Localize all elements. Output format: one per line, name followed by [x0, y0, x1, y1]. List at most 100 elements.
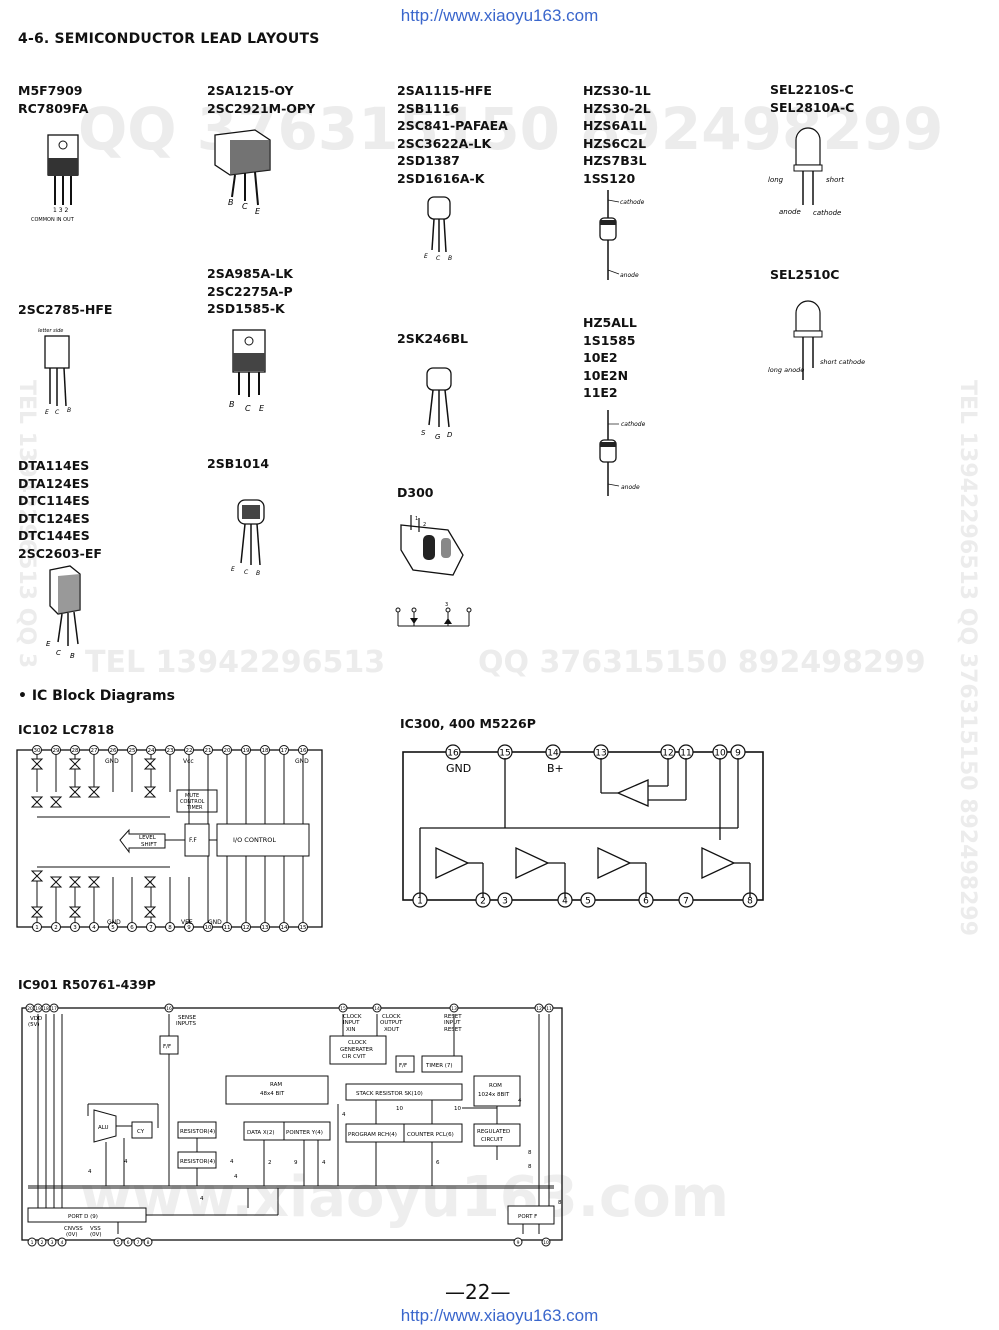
cy-block: [131, 1121, 153, 1139]
pin-circle: [580, 892, 596, 908]
pin-number: 5: [585, 897, 591, 907]
clock-out-3: XOUT: [384, 1027, 400, 1033]
package-to126-2sa985: B C E: [229, 329, 266, 413]
bus-width-label: 4: [322, 1160, 326, 1166]
part-name: SEL2210S-C: [770, 82, 854, 97]
pin-number: 9: [187, 925, 191, 931]
cy-label: CY: [137, 1129, 145, 1135]
group-hz5all: HZ5ALL 1S1585 10E2 10E2N 11E2: [583, 314, 637, 402]
pin-number: 6: [130, 925, 134, 931]
switch-symbol: [68, 786, 82, 793]
mute-line1: MUTE: [185, 793, 199, 799]
rom-line1: ROM: [489, 1083, 502, 1089]
pin-circle: [143, 1237, 153, 1247]
amp-feedback: [616, 779, 649, 807]
pin-2: 2: [423, 522, 426, 528]
switch-symbol: [68, 881, 82, 888]
pin-circle: [57, 1237, 67, 1247]
cathode-label: cathode: [620, 199, 645, 206]
part-name: HZS6C2L: [583, 135, 647, 151]
io-control-block: [216, 823, 310, 857]
anode-label: anode: [621, 484, 640, 491]
pin-circle: [260, 922, 270, 932]
group-2sa985: 2SA985A-LK 2SC2275A-P 2SD1585-K: [207, 265, 293, 318]
pin-1: 1: [415, 516, 418, 522]
pin-b: B: [228, 198, 234, 207]
switch-symbol: [68, 758, 82, 765]
level-shift-line2: SHIFT: [141, 842, 157, 848]
res2-label: RESISTOR(4): [180, 1159, 215, 1165]
part-name: 2SC2785-HFE: [18, 302, 113, 317]
long-label: long: [768, 176, 784, 184]
pin-number: 20: [27, 1006, 33, 1012]
switch-symbol: [87, 791, 101, 798]
vss-line2: (0V): [90, 1232, 102, 1238]
switch-symbol: [143, 881, 157, 888]
pin-circle: [203, 922, 213, 932]
switch-symbol: [143, 876, 157, 883]
part-name: 2SK246BL: [397, 331, 468, 346]
pin-number: 13: [595, 749, 606, 759]
pin-circle: [222, 922, 232, 932]
package-to92-2sa1115: E C B: [424, 196, 452, 262]
data-label: DATA X(2): [247, 1130, 274, 1136]
pin-number: 3: [73, 925, 77, 931]
counter-block: [403, 1123, 463, 1143]
ic901-title: IC901 R50761-439P: [18, 977, 156, 992]
part-name: 2SC2603-EF: [18, 545, 102, 561]
package-to220-m5f7909: 1 3 2 COMMON IN OUT: [31, 134, 79, 223]
switch-symbol: [68, 911, 82, 918]
group-m5f7909: M5F7909 RC7809FA: [18, 82, 88, 117]
rom-line2: 1024x 8BIT: [478, 1092, 510, 1098]
part-name: 2SC2275A-P: [207, 283, 293, 299]
pin-circle: [497, 892, 513, 908]
part-name: RC7809FA: [18, 100, 89, 116]
bus-width-label: 10: [396, 1106, 403, 1112]
pin-circle: [241, 922, 251, 932]
pin-d: D: [447, 431, 453, 439]
pin-number: 5: [111, 925, 115, 931]
clock-generator-block: [329, 1035, 387, 1065]
pin-number: 4: [562, 897, 568, 907]
part-name: DTC114ES: [18, 493, 90, 508]
bus-width-label: 8: [528, 1150, 532, 1156]
pin-circle: [51, 922, 61, 932]
part-name: 10E2: [583, 350, 618, 365]
pin-number: 6: [127, 1240, 130, 1246]
pin-number: 1: [31, 1240, 34, 1246]
level-shift-arrow: [119, 828, 166, 854]
pin-number: 28: [72, 748, 79, 754]
switch-symbol: [30, 796, 44, 803]
header-url[interactable]: http://www.xiaoyu163.com: [400, 6, 599, 25]
pin-number: 8: [168, 925, 172, 931]
switch-symbol: [68, 876, 82, 883]
pin-circle: [513, 1237, 523, 1247]
stack-label: STACK RESISTOR SK(10): [356, 1091, 423, 1097]
pin-number: 7: [149, 925, 153, 931]
amp-4: [701, 846, 736, 880]
pin-circle: [279, 745, 289, 755]
pin-circle: [37, 1237, 47, 1247]
part-name: 2SB1116: [397, 100, 460, 116]
pc-label: PROGRAM RCH(4): [348, 1132, 397, 1138]
cnvss-line1: CNVSS: [64, 1226, 83, 1232]
bus-width-label: 4: [200, 1196, 204, 1202]
pin-number: 14: [547, 749, 559, 759]
pin-c: C: [55, 409, 60, 416]
bus-width-label: 8: [558, 1200, 562, 1206]
group-2sc2785: 2SC2785-HFE: [18, 301, 112, 319]
res1-label: RESISTOR(4): [180, 1129, 215, 1135]
pin-number: 11: [680, 749, 691, 759]
pin-3: 3: [445, 602, 448, 608]
clock-in-2: INPUT: [343, 1020, 360, 1026]
switch-symbol: [68, 906, 82, 913]
cathode-label: cathode: [813, 209, 841, 217]
footer-url[interactable]: http://www.xiaoyu163.com: [400, 1306, 599, 1325]
pin-circle: [222, 745, 232, 755]
pin-number: 2: [41, 1240, 44, 1246]
group-2sa1215: 2SA1215-OY 2SC2921M-OPY: [207, 82, 315, 117]
pin-e: E: [45, 409, 49, 416]
watermark-site-bottom: www.xiaoyu163.com: [80, 1165, 730, 1230]
pin-circle: [372, 1003, 382, 1013]
pin-number: 25: [129, 748, 136, 754]
